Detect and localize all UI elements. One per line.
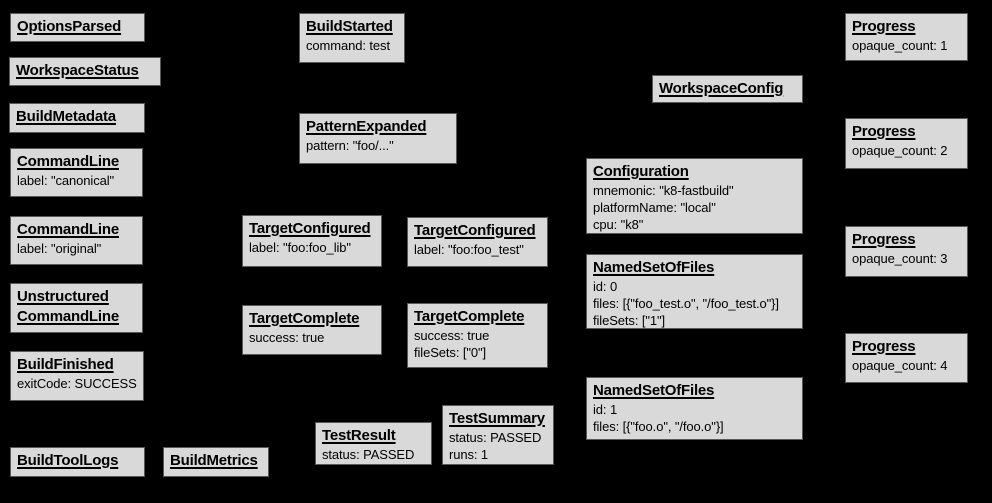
event-box-unstructured-command-line: Unstructured CommandLine [10,283,143,333]
event-box-target-complete-foo-lib: TargetComplete success: true [242,305,382,355]
event-title: Unstructured CommandLine [17,288,119,325]
event-title: TargetConfigured [414,222,536,239]
event-title: NamedSetOfFiles [593,259,715,276]
event-box-named-set-of-files-0: NamedSetOfFiles id: 0 files: [{"foo_test… [586,254,803,329]
event-title: PatternExpanded [306,118,427,135]
event-box-build-finished: BuildFinished exitCode: SUCCESS [10,351,144,401]
event-field: label: "original" [17,241,102,256]
event-title: TargetComplete [249,310,360,327]
event-title: BuildMetrics [170,452,258,469]
event-title: Progress [852,18,916,35]
event-box-pattern-expanded: PatternExpanded pattern: "foo/..." [299,113,457,164]
event-box-command-line-original: CommandLine label: "original" [10,216,143,265]
event-field: opaque_count: 2 [852,143,948,158]
event-field: label: "foo:foo_lib" [249,240,351,255]
event-title: TestResult [322,427,396,444]
event-box-build-metadata: BuildMetadata [9,103,145,133]
event-title: Progress [852,231,916,248]
event-box-build-tool-logs: BuildToolLogs [10,447,145,477]
event-box-test-result: TestResult status: PASSED [315,422,432,465]
event-title: BuildToolLogs [17,452,119,469]
event-title: TargetConfigured [249,220,371,237]
event-title: CommandLine [17,221,119,238]
event-field: status: PASSED [322,447,415,462]
event-field: label: "foo:foo_test" [414,242,524,257]
event-title: TargetComplete [414,308,525,325]
event-field: status: PASSED [449,430,542,445]
event-box-named-set-of-files-1: NamedSetOfFiles id: 1 files: [{"foo.o", … [586,377,803,440]
event-box-test-summary: TestSummary status: PASSED runs: 1 [442,405,554,465]
event-box-progress-1: Progress opaque_count: 1 [845,13,968,61]
event-field: command: test [306,38,390,53]
event-title: WorkspaceStatus [16,62,139,79]
event-title: Progress [852,338,916,355]
event-title: NamedSetOfFiles [593,382,715,399]
event-field: opaque_count: 1 [852,38,948,53]
event-box-configuration: Configuration mnemonic: "k8-fastbuild" p… [586,158,803,234]
event-field: runs: 1 [449,447,489,462]
event-field: files: [{"foo.o", "/foo.o"}] [593,419,724,434]
event-box-options-parsed: OptionsParsed [10,13,145,42]
event-box-target-configured-foo-lib: TargetConfigured label: "foo:foo_lib" [242,215,382,267]
event-title: TestSummary [449,410,545,427]
event-box-target-configured-foo-test: TargetConfigured label: "foo:foo_test" [407,217,548,267]
event-field: fileSets: ["0"] [414,345,487,360]
event-title: Progress [852,123,916,140]
event-field: success: true [414,328,490,343]
event-field: opaque_count: 3 [852,251,948,266]
event-title: BuildFinished [17,356,114,373]
event-field: cpu: "k8" [593,217,644,232]
event-field: success: true [249,330,325,345]
event-title: WorkspaceConfig [659,80,784,97]
event-box-workspace-config: WorkspaceConfig [652,75,803,103]
event-box-progress-2: Progress opaque_count: 2 [845,118,968,169]
event-box-workspace-status: WorkspaceStatus [9,57,161,86]
event-title: BuildMetadata [16,108,116,125]
event-title: Configuration [593,163,689,180]
event-box-progress-4: Progress opaque_count: 4 [845,333,968,383]
event-box-command-line-canonical: CommandLine label: "canonical" [10,148,143,197]
event-box-build-metrics: BuildMetrics [163,447,269,477]
event-field: fileSets: ["1"] [593,313,666,328]
event-title: CommandLine [17,153,119,170]
event-field: exitCode: SUCCESS [17,376,137,391]
event-field: mnemonic: "k8-fastbuild" [593,183,734,198]
event-box-progress-3: Progress opaque_count: 3 [845,226,968,277]
event-box-build-started: BuildStarted command: test [299,13,405,63]
event-field: files: [{"foo_test.o", "/foo_test.o"}] [593,296,779,311]
event-field: id: 1 [593,402,618,417]
event-field: label: "canonical" [17,173,115,188]
event-title: OptionsParsed [17,18,122,35]
event-field: opaque_count: 4 [852,358,948,373]
event-field: pattern: "foo/..." [306,138,394,153]
event-box-target-complete-foo-test: TargetComplete success: true fileSets: [… [407,303,548,368]
event-title: BuildStarted [306,18,393,35]
event-field: id: 0 [593,279,618,294]
event-field: platformName: "local" [593,200,716,215]
